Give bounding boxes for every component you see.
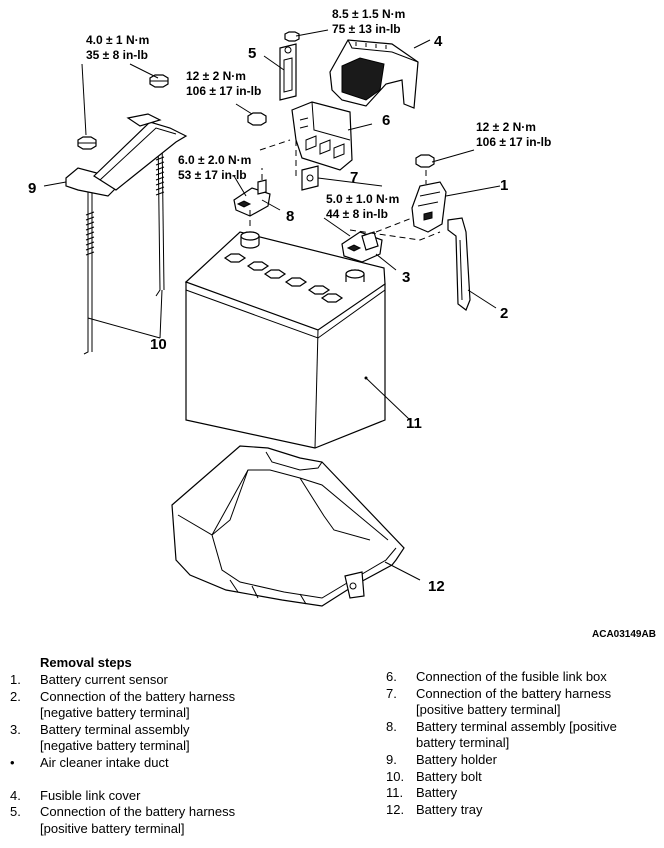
callout-7: 7	[350, 169, 358, 186]
battery-tray	[171, 445, 405, 607]
step-text: Connection of the fusible link box	[416, 669, 607, 684]
callout-10: 10	[150, 336, 167, 353]
svg-text:106 ± 17 in-lb: 106 ± 17 in-lb	[476, 135, 551, 149]
step-number: 1.	[10, 672, 21, 687]
removal-step: • Air cleaner intake duct	[10, 755, 340, 772]
step-text: Connection of the battery harness [posit…	[40, 804, 236, 836]
negative-terminal-assembly	[341, 231, 383, 263]
step-text: Battery terminal assembly [negative batt…	[40, 721, 190, 754]
battery-bolt-right	[155, 134, 165, 297]
torque-spec-positive-harness: 8.5 ± 1.5 N·m 75 ± 13 in-lb	[332, 7, 405, 36]
svg-text:8.5 ± 1.5 N·m: 8.5 ± 1.5 N·m	[332, 7, 405, 21]
removal-step: 10. Battery bolt	[386, 769, 656, 786]
removal-step: 1. Battery current sensor	[10, 672, 340, 689]
step-number: 7.	[386, 685, 397, 701]
step-number: 5.	[10, 804, 21, 820]
removal-step: 6. Connection of the fusible link box	[386, 669, 656, 686]
battery-holder	[65, 113, 188, 197]
removal-steps-right: 6. Connection of the fusible link box 7.…	[386, 669, 656, 818]
nut-current-sensor	[415, 154, 435, 168]
step-number: •	[10, 754, 15, 770]
step-text: Connection of the battery harness [posit…	[416, 685, 612, 718]
svg-text:6.0 ± 2.0 N·m: 6.0 ± 2.0 N·m	[178, 153, 251, 167]
torque-spec-fusible-link-box: 12 ± 2 N·m 106 ± 17 in-lb	[186, 69, 261, 98]
torque-spec-negative-terminal: 5.0 ± 1.0 N·m 44 ± 8 in-lb	[326, 192, 399, 221]
removal-steps-title: Removal steps	[40, 655, 132, 670]
callout-2: 2	[500, 305, 508, 322]
callout-11: 11	[406, 415, 422, 432]
callout-8: 8	[286, 208, 294, 225]
step-number: 4.	[10, 787, 21, 803]
svg-text:106 ± 17 in-lb: 106 ± 17 in-lb	[186, 84, 261, 98]
fusible-link-cover	[329, 39, 419, 109]
svg-text:75 ± 13 in-lb: 75 ± 13 in-lb	[332, 22, 401, 36]
svg-text:53 ± 17 in-lb: 53 ± 17 in-lb	[178, 168, 247, 182]
step-text: Battery	[416, 785, 458, 801]
positive-harness-connector	[279, 43, 297, 101]
step-text: Battery terminal assembly [positive batt…	[416, 718, 617, 751]
removal-steps-left: 1. Battery current sensor 2. Connection …	[10, 672, 340, 837]
torque-spec-current-sensor: 12 ± 2 N·m 106 ± 17 in-lb	[476, 120, 551, 149]
step-text: Battery current sensor	[40, 672, 168, 687]
removal-step: 8. Battery terminal assembly [positive b…	[386, 719, 656, 752]
removal-step: 4. Fusible link cover	[10, 788, 340, 805]
step-text: Connection of the battery harness [negat…	[40, 688, 236, 721]
callout-3: 3	[402, 269, 410, 286]
svg-text:12 ± 2 N·m: 12 ± 2 N·m	[476, 120, 536, 134]
nut-fusible-link-box	[247, 112, 267, 126]
nut-battery-holder-left	[77, 136, 97, 150]
step-text: Air cleaner intake duct	[40, 754, 169, 770]
reference-code: ACA03149AB	[592, 629, 656, 640]
positive-harness-terminal	[301, 165, 319, 191]
removal-step: 2. Connection of the battery harness [ne…	[10, 689, 340, 722]
torque-spec-positive-terminal: 6.0 ± 2.0 N·m 53 ± 17 in-lb	[178, 153, 251, 182]
svg-text:12 ± 2 N·m: 12 ± 2 N·m	[186, 69, 246, 83]
step-number: 9.	[386, 751, 397, 767]
callout-4: 4	[434, 33, 443, 50]
removal-step: 5. Connection of the battery harness [po…	[10, 804, 340, 837]
torque-spec-battery-holder: 4.0 ± 1 N·m 35 ± 8 in-lb	[86, 33, 149, 62]
removal-step: 11. Battery	[386, 785, 656, 802]
svg-text:44 ± 8 in-lb: 44 ± 8 in-lb	[326, 207, 388, 221]
fusible-link-box	[291, 101, 353, 176]
leader-lines	[43, 29, 501, 581]
step-number: 3.	[10, 721, 21, 737]
step-number: 2.	[10, 688, 21, 704]
removal-step: 9. Battery holder	[386, 752, 656, 769]
battery-exploded-diagram: 1 2 3 4 5 6 7 8 9 10 11 12 4.0 ± 1 N·m 3…	[28, 7, 656, 640]
nut-positive-harness	[284, 31, 300, 42]
nut-battery-holder-right	[149, 74, 169, 88]
positive-post	[345, 269, 365, 282]
callout-1: 1	[500, 177, 508, 194]
negative-post	[240, 231, 260, 249]
removal-step: 12. Battery tray	[386, 802, 656, 819]
step-number: 10.	[386, 768, 405, 784]
step-text: Battery bolt	[416, 768, 482, 784]
step-text: Battery tray	[416, 801, 483, 817]
callout-5: 5	[248, 45, 256, 62]
negative-harness	[447, 217, 471, 311]
battery-bolt-left	[83, 190, 95, 355]
callout-6: 6	[382, 112, 390, 129]
step-text: Battery holder	[416, 751, 497, 767]
svg-text:35 ± 8 in-lb: 35 ± 8 in-lb	[86, 48, 148, 62]
svg-text:4.0 ± 1 N·m: 4.0 ± 1 N·m	[86, 33, 149, 47]
step-number: 11.	[386, 785, 404, 801]
step-text: Fusible link cover	[40, 787, 141, 803]
step-number: 8.	[386, 718, 397, 734]
removal-step: 3. Battery terminal assembly [negative b…	[10, 722, 340, 755]
positive-terminal-assembly	[233, 168, 271, 217]
callout-9: 9	[28, 180, 36, 197]
step-number: 6.	[386, 669, 397, 684]
step-number: 12.	[386, 801, 405, 817]
svg-text:5.0 ± 1.0 N·m: 5.0 ± 1.0 N·m	[326, 192, 399, 206]
removal-step: 7. Connection of the battery harness [po…	[386, 686, 656, 719]
battery-current-sensor	[411, 181, 447, 233]
callout-12: 12	[428, 578, 445, 595]
battery	[184, 231, 386, 449]
vent-caps	[223, 253, 344, 303]
